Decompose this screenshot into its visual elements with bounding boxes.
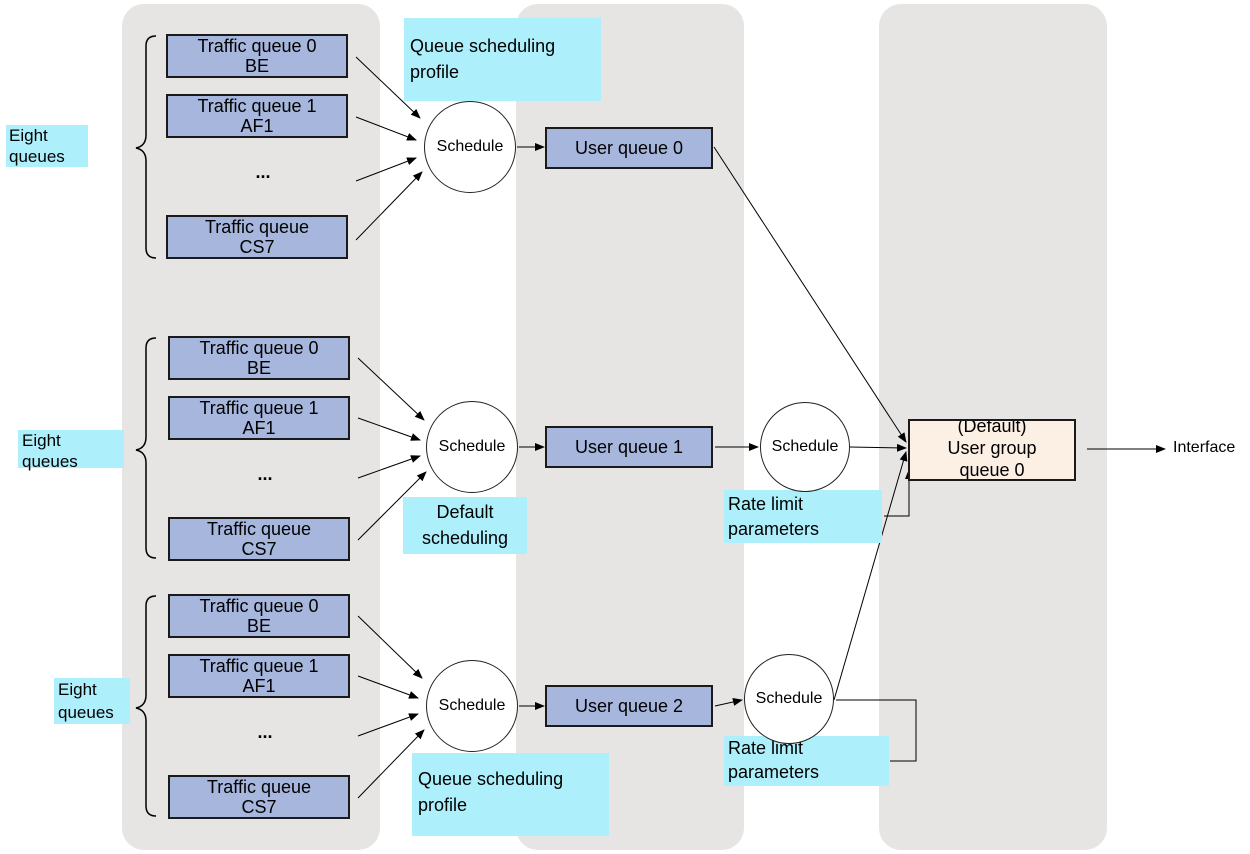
schedule-node: Schedule	[426, 401, 518, 493]
brace-3	[135, 595, 157, 817]
traffic-queue-name: Traffic queue	[204, 217, 310, 237]
user-queue-box: User queue 1	[545, 426, 713, 468]
traffic-queue-class: AF1	[242, 418, 276, 438]
traffic-queue-name: Traffic queue 1	[199, 398, 319, 418]
traffic-queue-name: Traffic queue 0	[199, 338, 319, 358]
user-queue-box: User queue 2	[545, 685, 713, 727]
traffic-queue-class: BE	[246, 358, 271, 378]
traffic-queue-class: AF1	[242, 676, 276, 696]
traffic-queue-name: Traffic queue 0	[197, 36, 317, 56]
default-scheduling-note: Default scheduling	[403, 497, 527, 554]
rate-limit-parameters-note: Rate limit parameters	[724, 736, 889, 786]
user-group-queue-line: queue 0	[959, 460, 1025, 480]
brace-2	[135, 337, 157, 559]
ellipsis: ...	[257, 464, 273, 484]
queue-scheduling-profile-note: Queue scheduling profile	[404, 18, 601, 101]
traffic-queue-name: Traffic queue 1	[197, 96, 317, 116]
traffic-queue-class: CS7	[239, 237, 275, 257]
queue-scheduling-profile-note: Queue scheduling profile	[412, 753, 609, 836]
traffic-queue-name: Traffic queue 1	[199, 656, 319, 676]
schedule-node: Schedule	[424, 101, 516, 193]
traffic-queue-class: BE	[246, 616, 271, 636]
traffic-queue-name: Traffic queue	[206, 519, 312, 539]
schedule-node: Schedule	[744, 654, 834, 744]
interface-label: Interface	[1173, 439, 1236, 456]
ellipsis: ...	[255, 162, 271, 182]
traffic-queue-name: Traffic queue	[206, 777, 312, 797]
eight-queues-label-1: Eight queues	[6, 125, 88, 167]
user-group-queue-box: (Default) User group queue 0	[908, 419, 1076, 481]
brace-1	[135, 35, 157, 259]
user-group-queue-line: (Default)	[957, 419, 1027, 436]
schedule-node: Schedule	[426, 660, 518, 752]
user-queue-box: User queue 0	[545, 127, 713, 169]
traffic-queue-class: CS7	[241, 539, 277, 559]
traffic-queue-class: CS7	[241, 797, 277, 817]
traffic-queue-class: AF1	[240, 116, 274, 136]
traffic-queue-name: Traffic queue 0	[199, 596, 319, 616]
traffic-queue-class: BE	[244, 56, 269, 76]
ellipsis: ...	[257, 722, 273, 742]
eight-queues-label-3: Eight queues	[54, 678, 130, 724]
rate-limit-parameters-note: Rate limit parameters	[724, 490, 882, 543]
user-group-queue-line: User group	[947, 438, 1037, 458]
eight-queues-label-2: Eight queues	[18, 430, 124, 471]
schedule-node: Schedule	[760, 402, 850, 492]
